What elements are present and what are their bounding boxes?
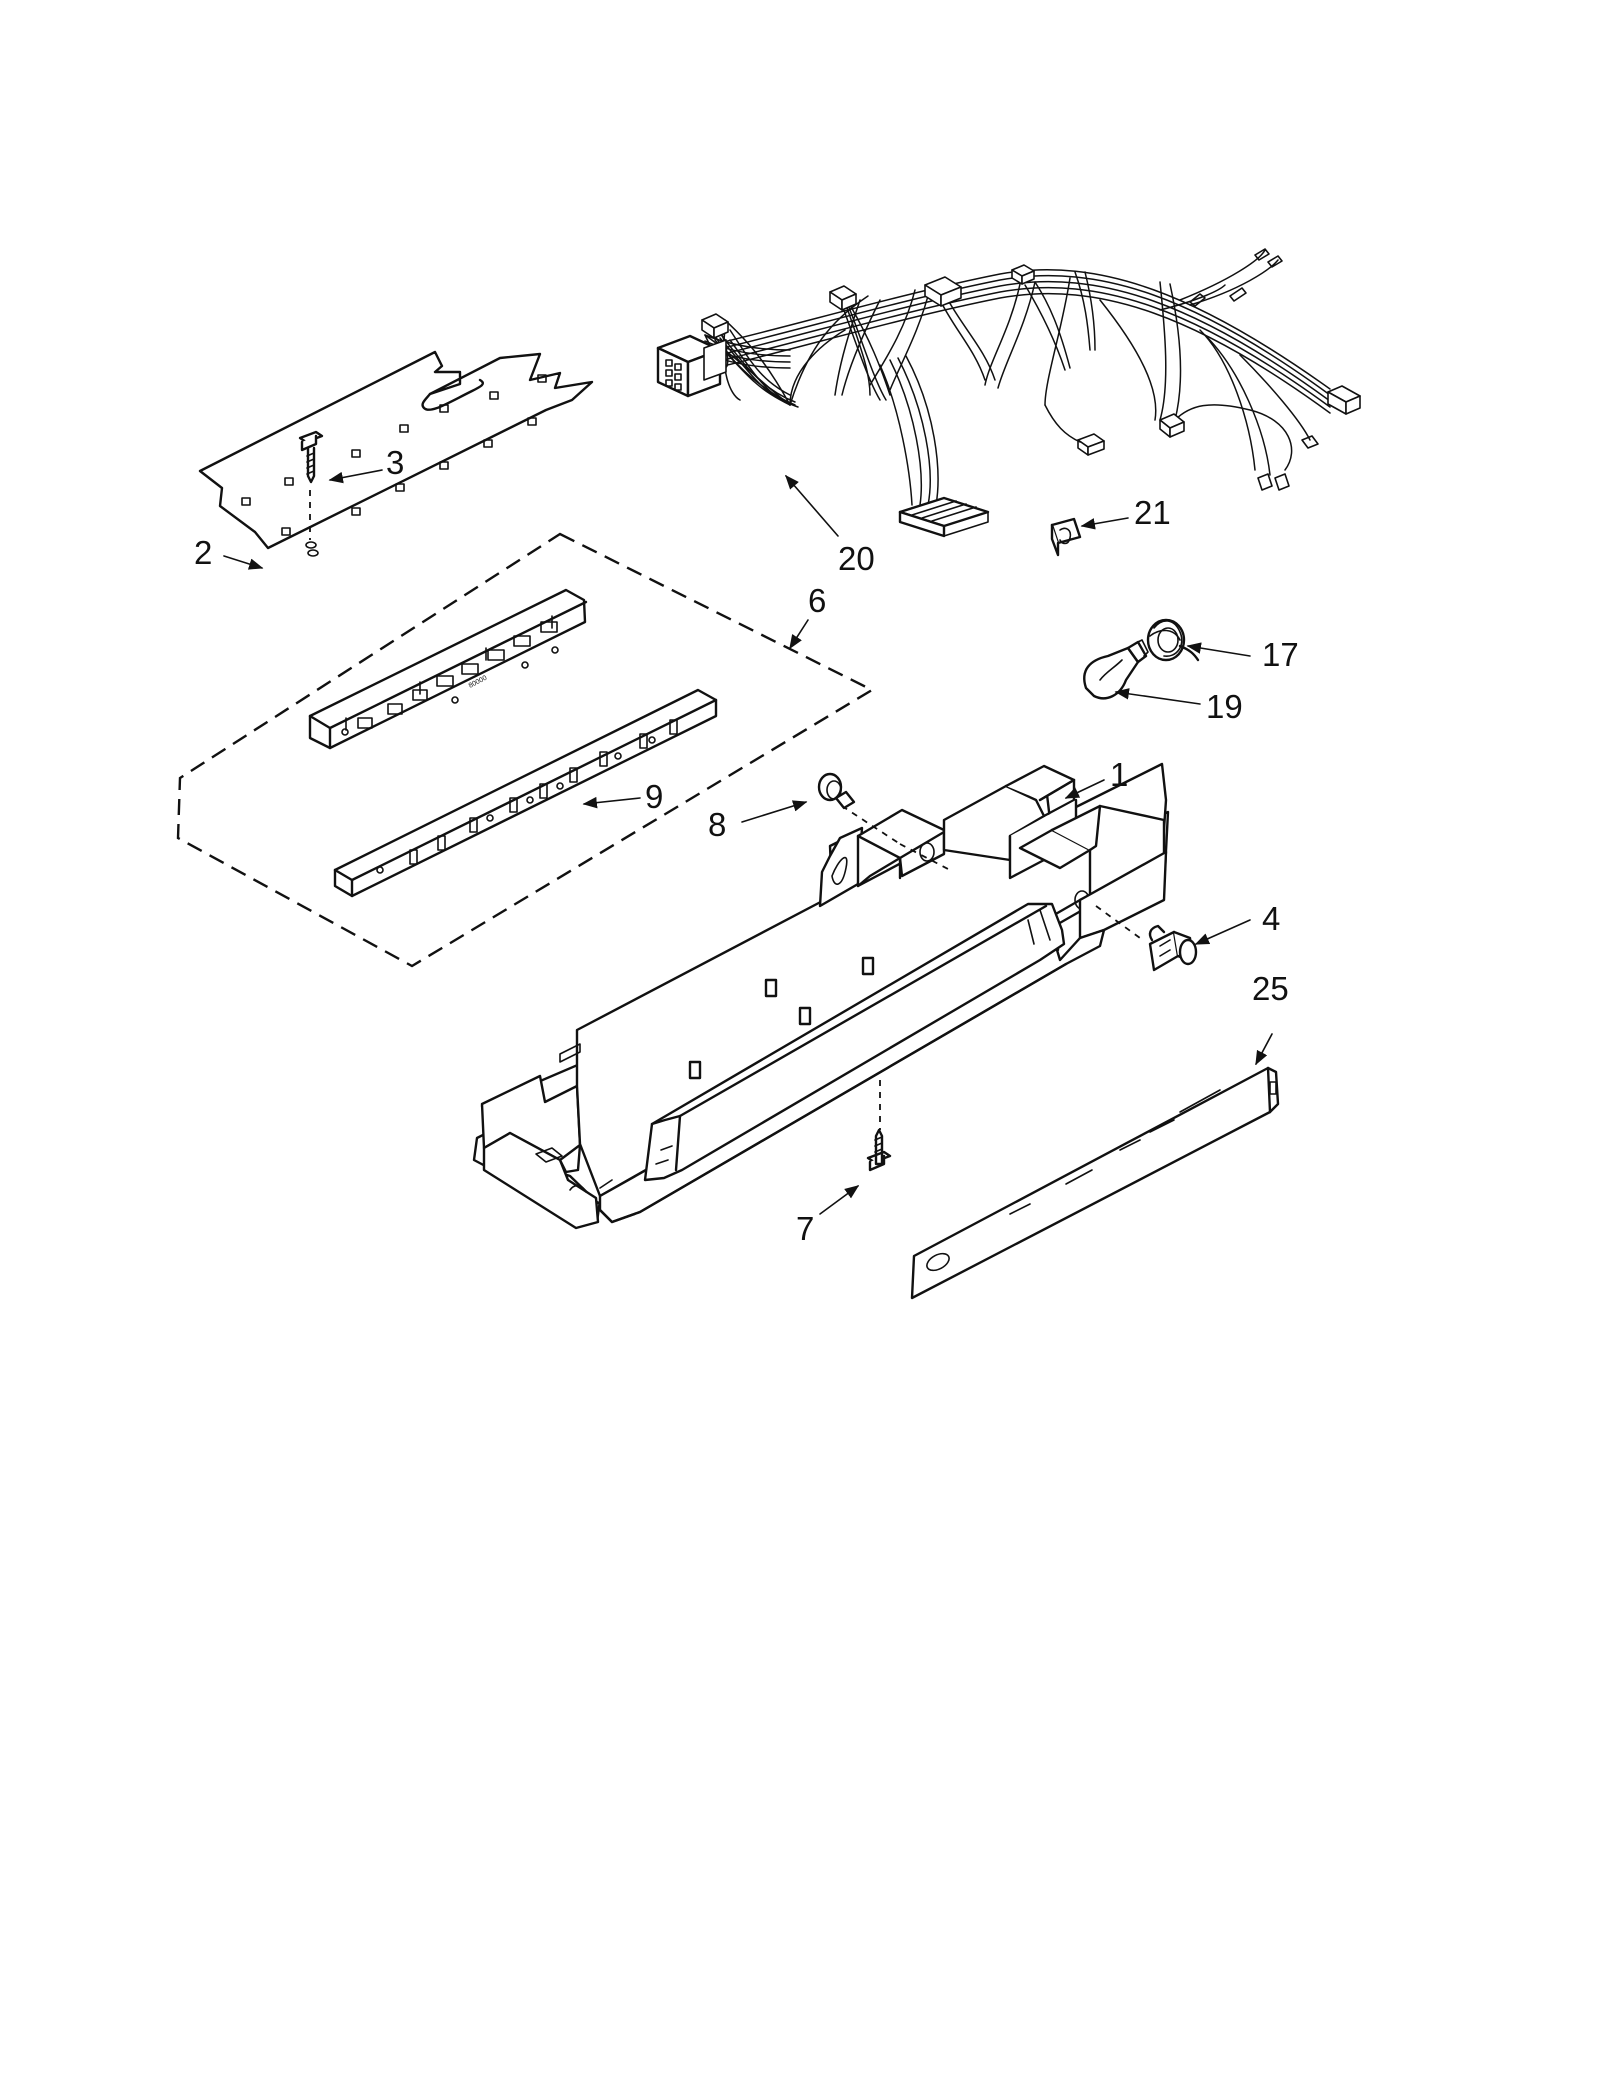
screw-part-3	[298, 430, 324, 549]
light-bulb-part-19	[1083, 639, 1149, 700]
harness-connector-main	[656, 334, 727, 398]
harness-connector-mid-2	[1159, 413, 1185, 438]
harness-connector-top-1	[701, 313, 729, 339]
callout-3: 3	[386, 444, 404, 481]
callout-7: 7	[796, 1210, 814, 1247]
callout-6: 6	[808, 582, 826, 619]
callout-labels: 3 2 20 21 6 17 19 1 9 8 4 25 7	[194, 444, 1299, 1247]
harness-connector-mid-1	[1077, 433, 1105, 456]
callout-1: 1	[1110, 756, 1128, 793]
housing-body	[480, 762, 1168, 1230]
clip-part-21	[1050, 517, 1082, 557]
cover-plate-slots	[241, 374, 547, 536]
display-board-part-9	[333, 688, 718, 898]
harness-connector-long	[898, 496, 990, 538]
callout-19: 19	[1206, 688, 1243, 725]
overlay-panel-part-25	[910, 1066, 1280, 1300]
control-board-upper: 80000	[308, 588, 588, 750]
control-board-assembly-part-6: 80000	[176, 532, 875, 968]
switch-part-4	[1148, 924, 1198, 972]
harness-connector-right	[1327, 385, 1361, 415]
screw-part-7	[866, 1128, 892, 1172]
harness-connector-top-2	[829, 285, 857, 311]
callout-17: 17	[1262, 636, 1299, 673]
harness-connector-top-4	[1011, 264, 1035, 285]
callout-25: 25	[1252, 970, 1289, 1007]
callout-2: 2	[194, 534, 212, 571]
callout-20: 20	[838, 540, 875, 577]
callout-leaders	[223, 469, 1273, 1215]
callout-21: 21	[1134, 494, 1171, 531]
lamp-socket-part-17	[1146, 618, 1200, 662]
callout-4: 4	[1262, 900, 1280, 937]
board-upper-pins	[345, 615, 553, 731]
display-board-components	[376, 719, 678, 874]
wire-harness-part-20	[656, 248, 1361, 538]
plug-part-8	[817, 772, 856, 810]
cover-plate-part-2	[198, 350, 594, 557]
harness-connector-top-3	[924, 276, 962, 307]
callout-8: 8	[708, 806, 726, 843]
callout-9: 9	[645, 778, 663, 815]
